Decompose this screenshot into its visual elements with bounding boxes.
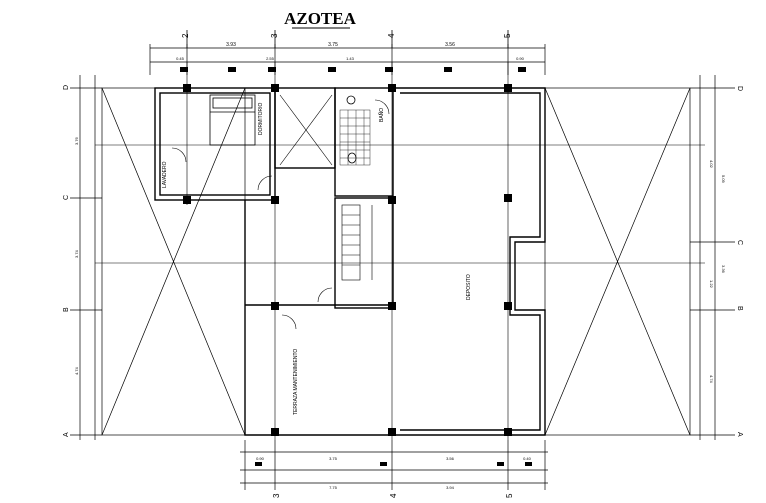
grid-col-4-bottom: 4 — [389, 493, 398, 498]
grid-row-B-left: B — [63, 307, 70, 312]
right-dimension-lines — [690, 75, 735, 440]
toilet-icon — [347, 152, 357, 164]
right-dim-1: 4.02 — [709, 160, 714, 169]
left-dimension-lines — [70, 75, 102, 440]
bottom-dim-1: 0.90 — [256, 456, 265, 461]
stair-shaft-x — [279, 94, 333, 166]
building-walls — [154, 87, 546, 436]
label-storage: TERRAZA MANTENIMIENTO — [293, 349, 299, 415]
plan-title: AZOTEA — [284, 9, 357, 28]
grid-row-D-right: D — [736, 86, 743, 91]
grid-col-3: 3 — [270, 33, 279, 38]
doors — [171, 99, 390, 330]
structural-columns — [183, 84, 512, 436]
left-dim-1: 3.76 — [74, 136, 79, 145]
bottom-dim-3: 3.56 — [446, 456, 455, 461]
right-dim-2: 5.09 — [721, 175, 726, 184]
top-sub-dim-2: 2.55 — [266, 56, 275, 61]
label-terrace: DEPOSITO — [466, 274, 472, 300]
grid-col-3-bottom: 3 — [272, 493, 281, 498]
right-dim-5: 4.74 — [709, 375, 714, 384]
top-dim-3: 3.56 — [445, 42, 455, 48]
axis-lines — [95, 144, 705, 264]
top-sub-dim-3: 1.43 — [346, 56, 355, 61]
top-sub-dim-4: 0.90 — [516, 56, 525, 61]
bottom-column-ticks — [255, 462, 532, 466]
grid-row-A-left: A — [63, 432, 70, 437]
label-bedroom: DORMITORIO — [258, 102, 264, 135]
bottom-total-2: 3.94 — [446, 485, 455, 490]
top-sub-dim-1: 0.45 — [176, 56, 185, 61]
left-dim-2: 3.74 — [74, 249, 79, 258]
left-lot — [101, 87, 246, 436]
bottom-dim-4: 0.40 — [523, 456, 532, 461]
grid-col-2: 2 — [181, 33, 190, 38]
grid-row-B-right: B — [736, 306, 743, 311]
bed-icon — [209, 94, 256, 146]
label-laundry: LAVADERO — [162, 161, 168, 188]
grid-row-A-right: A — [736, 432, 743, 437]
right-dim-3: 1.22 — [709, 280, 714, 289]
grid-col-5-bottom: 5 — [505, 493, 514, 498]
grid-col-5: 5 — [503, 33, 512, 38]
label-bath: BAÑO — [378, 108, 385, 122]
vertical-axes — [186, 62, 509, 440]
top-dimension-lines — [149, 44, 546, 75]
top-column-ticks — [180, 67, 526, 72]
top-dim-1: 3.93 — [226, 42, 236, 48]
bottom-dim-2: 3.75 — [329, 456, 338, 461]
bottom-total-1: 7.75 — [329, 485, 338, 490]
grid-row-C-right: C — [736, 240, 743, 245]
grid-row-D-left: D — [63, 85, 70, 90]
stairs — [341, 204, 373, 281]
bottom-dimension-lines — [240, 440, 548, 490]
left-dim-3: 4.74 — [74, 366, 79, 375]
top-dim-2: 3.75 — [328, 42, 338, 48]
grid-col-4: 4 — [387, 33, 396, 38]
bathroom-tiles — [339, 109, 371, 166]
right-lot — [544, 87, 691, 436]
sink-icon — [346, 95, 356, 105]
right-dim-4: 3.36 — [721, 265, 726, 274]
grid-row-C-left: C — [63, 195, 70, 200]
